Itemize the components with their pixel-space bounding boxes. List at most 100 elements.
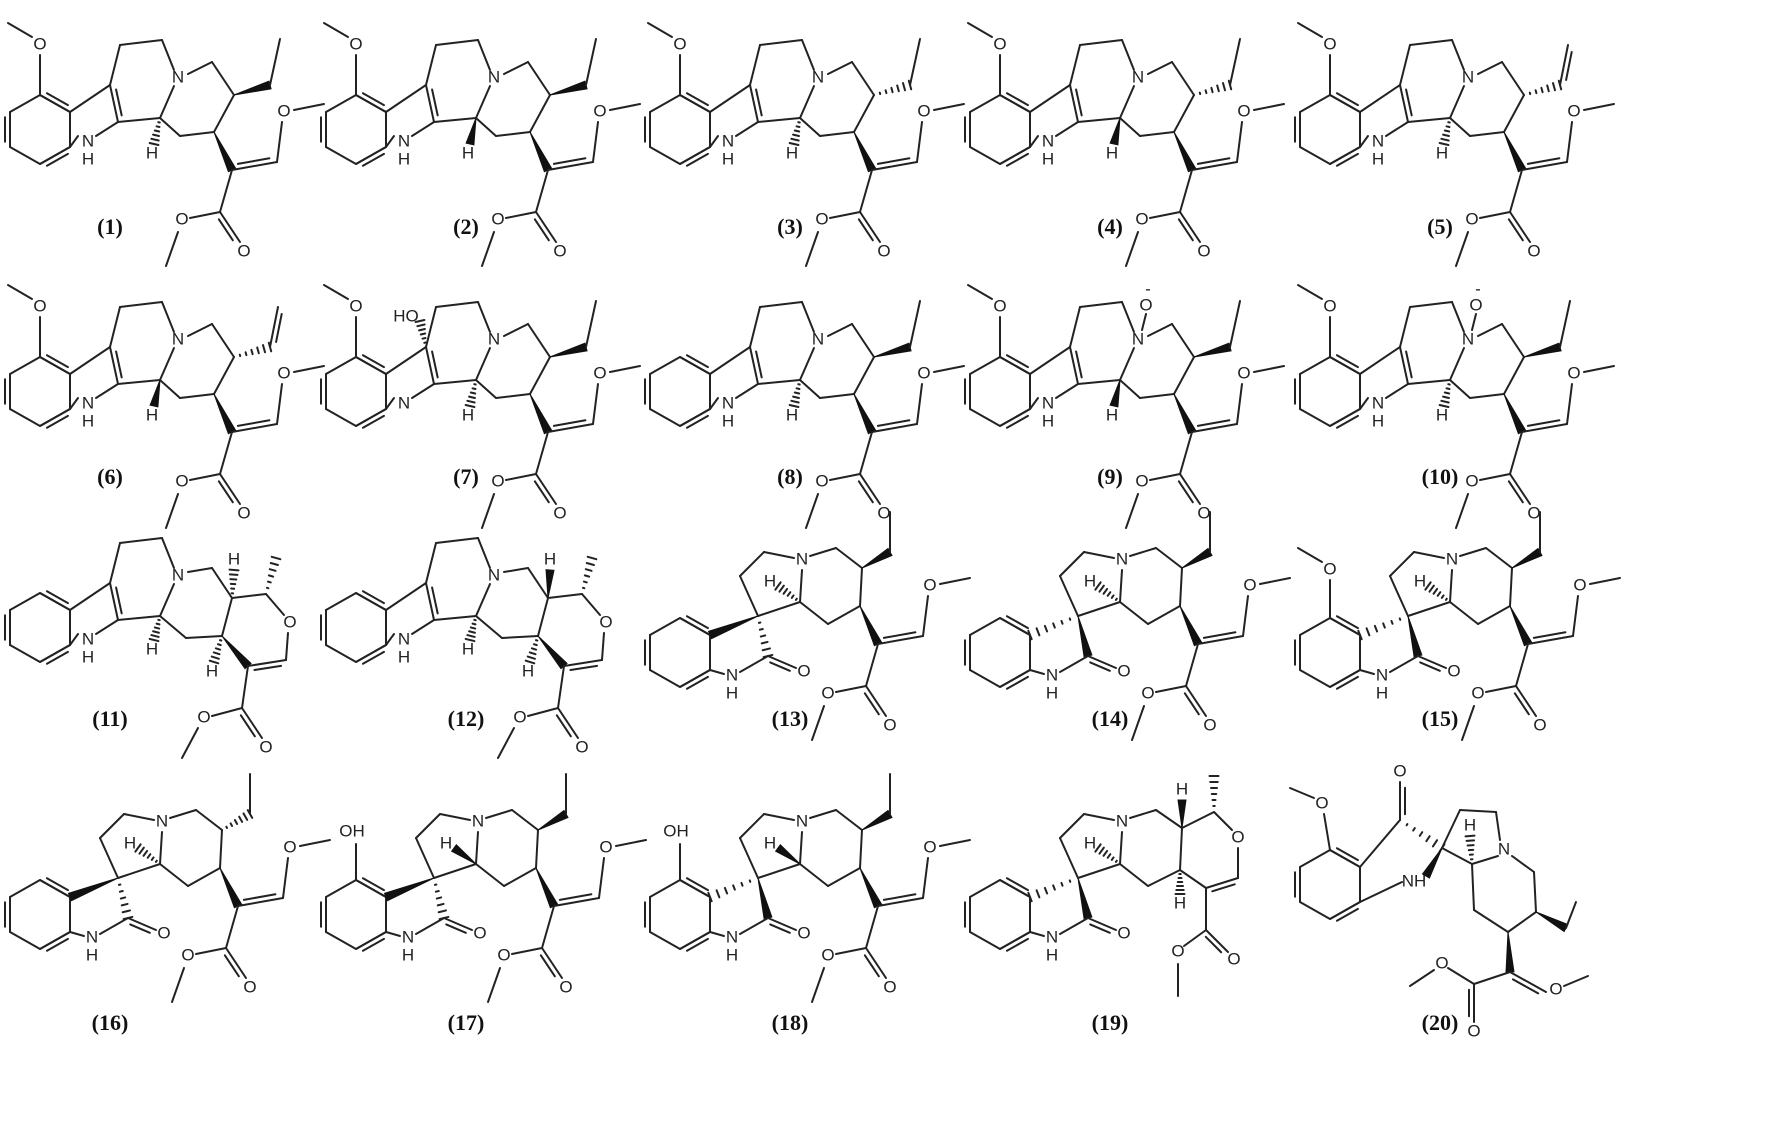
- atom-label: N: [1042, 393, 1054, 412]
- atom-label: N: [796, 811, 808, 830]
- atom-label: O: [1465, 471, 1478, 490]
- atom-label: O: [923, 837, 936, 856]
- compound-label: (10): [1421, 464, 1459, 489]
- atom-label: O: [497, 945, 510, 964]
- atom-label: O: [237, 241, 250, 260]
- atom-label: N: [726, 927, 738, 946]
- atom-label: NH: [1402, 871, 1427, 890]
- atom-label: O: [1197, 241, 1210, 260]
- atom-label: O: [883, 715, 896, 734]
- atom-label: O: [1139, 295, 1152, 314]
- atom-label: O: [1197, 503, 1210, 522]
- atom-label: N: [82, 393, 94, 412]
- atom-label: H: [1042, 149, 1054, 168]
- atom-label: H: [1046, 945, 1058, 964]
- atom-label: O: [1567, 101, 1580, 120]
- atom-label: O: [1117, 923, 1130, 942]
- atom-label: O: [1465, 209, 1478, 228]
- atom-label: H: [462, 405, 474, 424]
- atom-label: N: [726, 665, 738, 684]
- atom-label: O: [1447, 661, 1460, 680]
- atom-label: O: [1323, 296, 1336, 315]
- atom-label: O: [877, 241, 890, 260]
- atom-label: O: [1527, 241, 1540, 260]
- atom-label: O: [917, 101, 930, 120]
- atom-label: O: [157, 923, 170, 942]
- atom-label: N: [82, 131, 94, 150]
- atom-label: H: [1436, 405, 1448, 424]
- compound-label: (17): [447, 1010, 485, 1035]
- atom-label: O: [491, 209, 504, 228]
- atom-label: N: [1046, 665, 1058, 684]
- atom-label: H: [146, 143, 158, 162]
- atom-label: O: [877, 503, 890, 522]
- atom-label: O: [473, 923, 486, 942]
- atom-label: H: [1042, 411, 1054, 430]
- atom-label: H: [1174, 893, 1186, 912]
- atom-label: O: [349, 34, 362, 53]
- atom-label: O: [1231, 827, 1244, 846]
- compound-label: (1): [97, 214, 123, 239]
- atom-label: H: [1176, 779, 1188, 798]
- atom-label: O: [815, 471, 828, 490]
- atom-label: N: [1462, 67, 1474, 86]
- atom-label: N: [488, 329, 500, 348]
- atom-label: O: [1549, 979, 1562, 998]
- atom-label: O: [1323, 559, 1336, 578]
- compound-label: (9): [1097, 464, 1123, 489]
- atom-label: H: [522, 661, 534, 680]
- atom-label: N: [172, 67, 184, 86]
- atom-label: -: [1145, 279, 1151, 298]
- atom-label: O: [243, 977, 256, 996]
- atom-label: O: [33, 296, 46, 315]
- atom-label: O: [1315, 793, 1328, 812]
- atom-label: O: [1171, 941, 1184, 960]
- atom-label: -: [1475, 279, 1481, 298]
- atom-label: H: [1106, 405, 1118, 424]
- atom-label: N: [398, 131, 410, 150]
- atom-label: O: [559, 977, 572, 996]
- atom-label: H: [398, 647, 410, 666]
- atom-label: O: [1469, 295, 1482, 314]
- atom-label: O: [1471, 683, 1484, 702]
- atom-label: OH: [339, 821, 365, 840]
- atom-label: O: [1227, 949, 1240, 968]
- atom-label: O: [883, 977, 896, 996]
- atom-label: O: [259, 737, 272, 756]
- atom-label: N: [1046, 927, 1058, 946]
- atom-label: O: [33, 34, 46, 53]
- atom-label: O: [283, 837, 296, 856]
- atom-label: N: [1372, 393, 1384, 412]
- atom-label: H: [764, 571, 776, 590]
- atom-label: N: [1132, 329, 1144, 348]
- atom-label: O: [1567, 363, 1580, 382]
- atom-label: H: [764, 833, 776, 852]
- atom-label: O: [599, 612, 612, 631]
- compound-label: (2): [453, 214, 479, 239]
- atom-label: N: [488, 67, 500, 86]
- atom-label: O: [553, 503, 566, 522]
- atom-label: N: [1116, 549, 1128, 568]
- atom-label: N: [1132, 67, 1144, 86]
- atom-label: O: [277, 363, 290, 382]
- atom-label: O: [1435, 953, 1448, 972]
- atom-label: O: [923, 575, 936, 594]
- atom-label: N: [398, 629, 410, 648]
- atom-label: O: [513, 707, 526, 726]
- atom-label: N: [1042, 131, 1054, 150]
